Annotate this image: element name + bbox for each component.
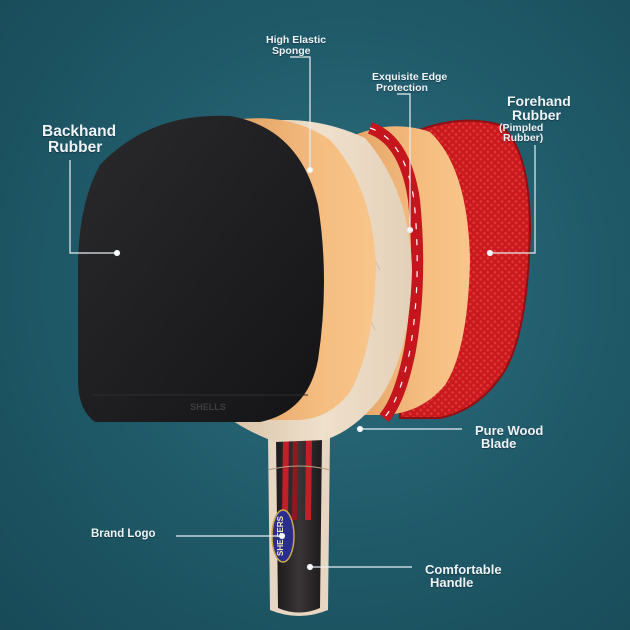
label-forehand-line1: Forehand — [507, 93, 571, 109]
label-backhand-line1: Backhand — [42, 123, 117, 140]
label-blade-line1: Pure Wood — [475, 423, 544, 438]
svg-text:SHELLS: SHELLS — [190, 402, 226, 412]
label-forehand-line3: (Pimpled — [499, 121, 544, 134]
label-forehand-line4: Rubber) — [503, 132, 544, 145]
label-backhand-line2: Rubber — [48, 138, 103, 156]
label-edge-line1: Exquisite Edge — [372, 71, 448, 83]
label-sponge: High Elastic Sponge — [266, 35, 326, 56]
label-handle-line1: Comfortable — [425, 562, 502, 577]
callout-lines — [69, 56, 536, 571]
backhand-rubber: SHELLS — [78, 115, 324, 422]
label-brand-logo: Brand Logo — [91, 528, 156, 541]
label-backhand-rubber: Backhand Rubber — [42, 124, 116, 156]
label-handle-line2: Handle — [430, 575, 474, 591]
label-blade-line2: Blade — [481, 436, 517, 452]
label-sponge-line2: Sponge — [272, 44, 311, 57]
label-forehand-line2: Rubber — [512, 107, 561, 124]
edge-protection-tape — [367, 122, 424, 422]
label-forehand-rubber: Forehand Rubber (Pimpled Rubber) — [499, 93, 571, 144]
label-logo-line1: Brand Logo — [91, 528, 156, 540]
label-edge-protection: Exquisite Edge Protection — [372, 72, 447, 93]
label-sponge-line1: High Elastic — [266, 34, 327, 46]
label-wood-blade: Pure Wood Blade — [475, 424, 543, 451]
label-handle: Comfortable Handle — [425, 563, 502, 590]
label-edge-line2: Protection — [376, 81, 428, 94]
